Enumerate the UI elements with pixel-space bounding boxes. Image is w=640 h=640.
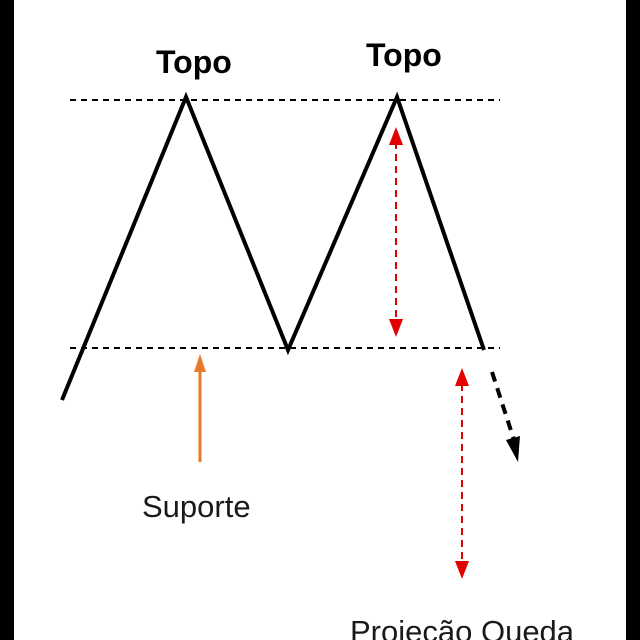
top-left-label: Topo <box>156 44 232 80</box>
up-arrow-icon <box>194 354 206 462</box>
down-right-arrow-icon <box>490 371 520 462</box>
projection-label: Projeção Queda <box>350 614 575 640</box>
top-right-label: Topo <box>366 37 442 73</box>
projection-double-arrow-icon <box>455 368 469 579</box>
double-top-diagram <box>60 91 520 579</box>
diagram-panel: Topo Topo Suporte Projeção Queda <box>14 0 626 640</box>
pattern-height-double-arrow-icon <box>389 127 403 337</box>
support-label: Suporte <box>142 489 251 524</box>
price-path-line <box>60 91 486 401</box>
